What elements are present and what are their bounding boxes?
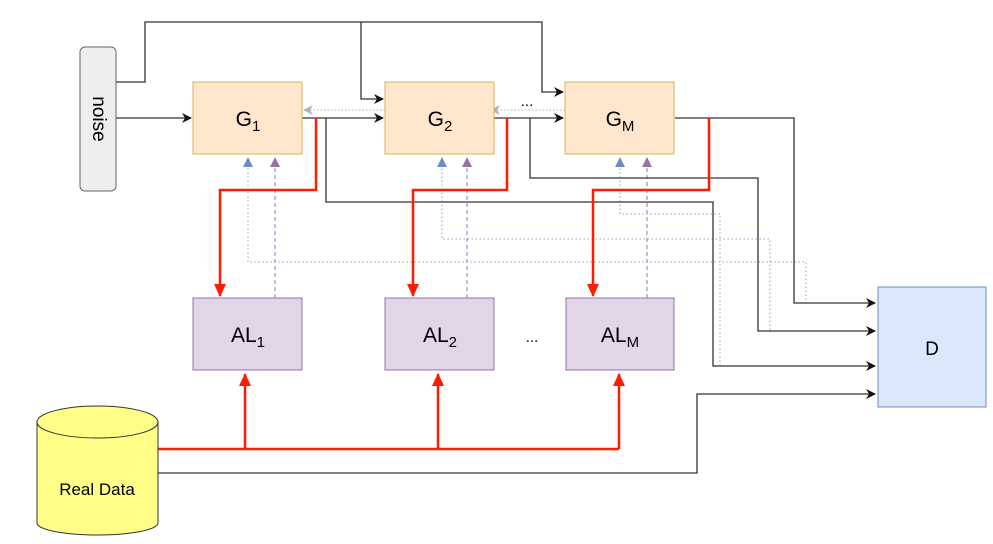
svg-text:GM: GM: [606, 108, 635, 135]
generator-gm-subscript: M: [622, 118, 635, 135]
learner-al2-label: AL: [423, 324, 449, 347]
learner-al2-subscript: 2: [449, 334, 457, 351]
learner-al1-label: AL: [231, 324, 257, 347]
flow-noise-to-g2: [115, 21, 384, 104]
generator-g2-label: G: [428, 108, 444, 131]
generator-gm-label: G: [606, 108, 622, 131]
svg-text:AL1: AL1: [231, 324, 265, 351]
svg-text:G2: G2: [428, 108, 453, 135]
learner-al2: AL2: [384, 297, 495, 371]
generator-g1-label: G: [236, 108, 252, 131]
flow-g2-to-al2: [407, 118, 509, 297]
generator-g2-subscript: 2: [444, 118, 452, 135]
feedback-d-to-g1-blue: [243, 157, 807, 300]
noise-label: noise: [88, 96, 109, 141]
learner-alm-subscript: M: [627, 334, 640, 351]
flow-gm-to-d: [675, 117, 876, 308]
feedback-d-to-g2-blue: [437, 157, 771, 330]
flow-realdata-to-d: [158, 389, 876, 474]
learner-al1: AL1: [192, 297, 303, 371]
learner-al1-subscript: 1: [257, 334, 265, 351]
discriminator-d: D: [877, 286, 987, 408]
learner-alm: ALM: [565, 297, 675, 371]
svg-text:ALM: ALM: [601, 324, 639, 351]
noise-node: noise: [79, 46, 117, 192]
svg-text:AL2: AL2: [423, 324, 457, 351]
generators-ellipsis: ...: [521, 93, 534, 110]
feedback-d-to-gm-blue: [615, 157, 721, 366]
generator-g1: G1: [192, 81, 303, 155]
generator-g1-subscript: 1: [252, 118, 260, 135]
flow-noise-to-gm: [361, 21, 564, 97]
learners-ellipsis: ...: [526, 329, 539, 346]
flow-gm-to-alm: [587, 118, 711, 297]
discriminator-label: D: [925, 339, 939, 360]
flow-g1-to-al1: [214, 118, 318, 297]
flow-g2-to-d: [529, 118, 876, 336]
svg-text:G1: G1: [236, 108, 261, 135]
learner-alm-label: AL: [601, 324, 627, 347]
real-data-store: Real Data: [36, 405, 159, 536]
flow-g1-to-d: [325, 118, 876, 371]
generator-gm: GM: [564, 81, 675, 155]
generator-g2: G2: [384, 81, 495, 155]
real-data-label: Real Data: [59, 480, 135, 499]
